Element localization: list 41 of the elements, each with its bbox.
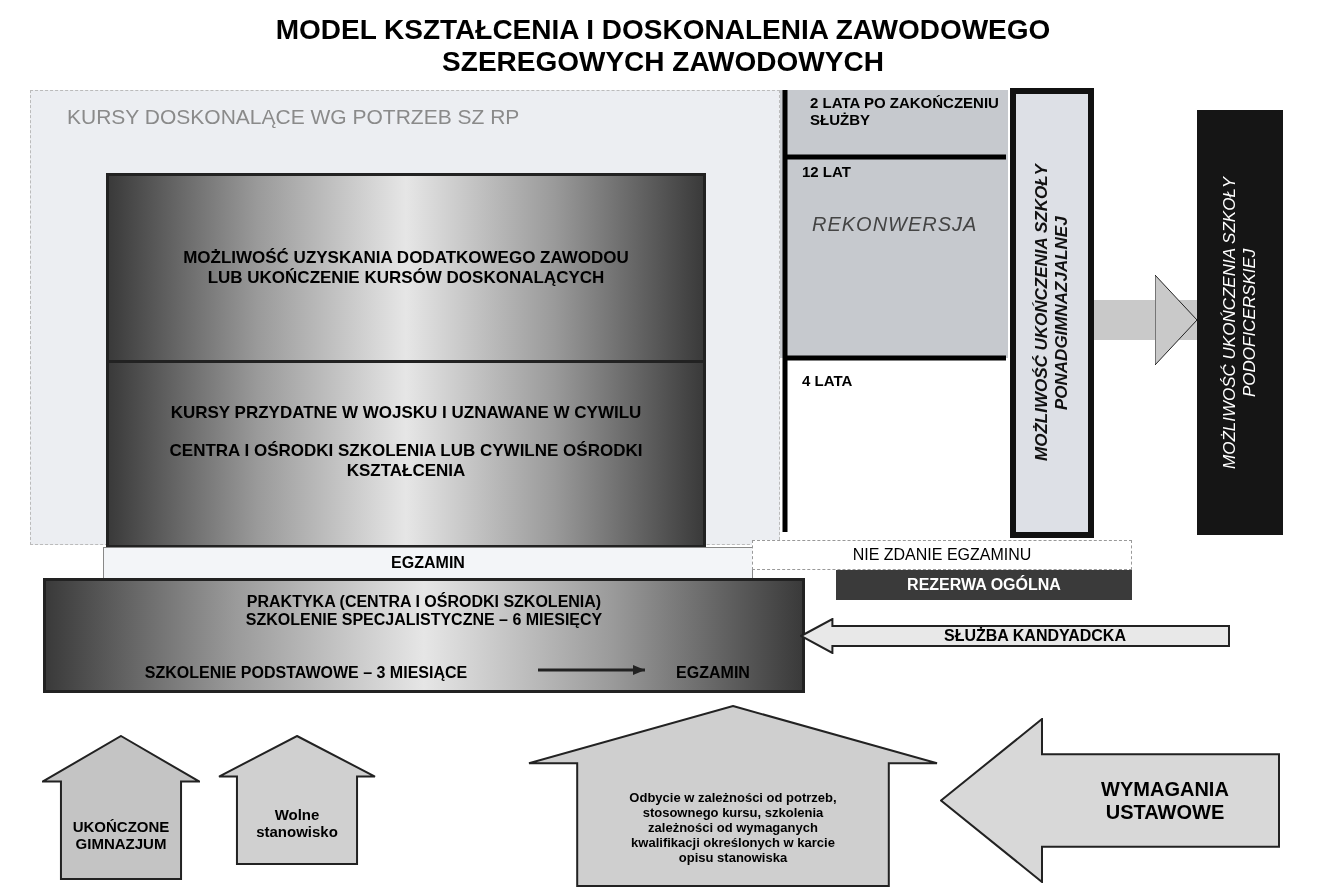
- box-label: EGZAMIN: [391, 554, 465, 572]
- timeline-label: 2 LATA PO ZAKOŃCZENIU SŁUŻBY: [810, 94, 1000, 128]
- box-label: MOŻLIWOŚĆ UKOŃCZENIA SZKOŁY PODOFICERSKIEJ: [1220, 175, 1260, 471]
- box-label: WYMAGANIA USTAWOWE: [1100, 777, 1230, 824]
- box-label: Wolne stanowisko: [255, 805, 339, 840]
- box-label: EGZAMIN: [676, 664, 750, 682]
- content-box: [43, 578, 805, 693]
- box-label: SZKOLENIE PODSTAWOWE – 3 MIESIĄCE: [144, 664, 468, 682]
- box-label: KURSY DOSKONALĄCE WG POTRZEB SZ RP: [67, 105, 520, 129]
- box-label: NIE ZDANIE EGZAMINU: [852, 546, 1032, 564]
- arrow-shape: [800, 618, 1230, 654]
- arrow-shape: [940, 718, 1280, 883]
- box-label: MOŻLIWOŚĆ UKOŃCZENIA SZKOŁY PONADGIMNAZJALNEJ: [1032, 163, 1072, 464]
- bar: [752, 540, 1132, 570]
- house-shape: [218, 735, 376, 865]
- content-box: [106, 363, 706, 548]
- box-label: CENTRA I OŚRODKI SZKOLENIA LUB CYWILNE OŚRODKI KSZTAŁCENIA: [168, 441, 644, 481]
- bar: [836, 570, 1132, 600]
- arrow: [538, 665, 645, 675]
- box-label: KURSY PRZYDATNE W WOJSKU I UZNAWANE W CYWILU: [169, 403, 643, 423]
- box-label: LUB UKOŃCZENIE KURSÓW DOSKONALĄCYCH: [206, 268, 606, 288]
- box-label: UKOŃCZONE GIMNAZJUM: [71, 818, 171, 852]
- content-box: [106, 173, 706, 363]
- timeline-label: 12 LAT: [802, 163, 852, 180]
- bar: [103, 547, 753, 579]
- house-shape: [528, 705, 938, 887]
- timeline-label: 4 LATA: [802, 372, 854, 389]
- shaded-region: [780, 90, 1008, 358]
- block-arrow: [1094, 274, 1198, 366]
- background-panel: [30, 90, 780, 545]
- box-label: PRAKTYKA (CENTRA I OŚRODKI SZKOLENIA): [246, 593, 602, 611]
- box-label: SŁUŻBA KANDYADCKA: [944, 627, 1126, 645]
- box-label: REKONWERSJA: [812, 212, 978, 236]
- house-shape: [42, 735, 200, 880]
- box-label: Odbycie w zależności od potrzeb, stosownego kursu, szkolenia zależności od wymaganych kwalifikacji określonych w karcie opisu stanowiska: [628, 789, 838, 865]
- box-label: REZERWA OGÓLNA: [907, 576, 1061, 594]
- vertical-box: [1197, 110, 1283, 535]
- box-label: SZKOLENIE SPECJALISTYCZNE – 6 MIESIĘCY: [245, 611, 603, 629]
- vertical-box: [1010, 88, 1094, 538]
- box-label: MOŻLIWOŚĆ UZYSKANIA DODATKOWEGO ZAWODOU: [182, 248, 630, 268]
- title: MODEL KSZTAŁCENIA I DOSKONALENIA ZAWODOWEGO SZEREGOWYCH ZAWODOWYCH: [274, 14, 1052, 78]
